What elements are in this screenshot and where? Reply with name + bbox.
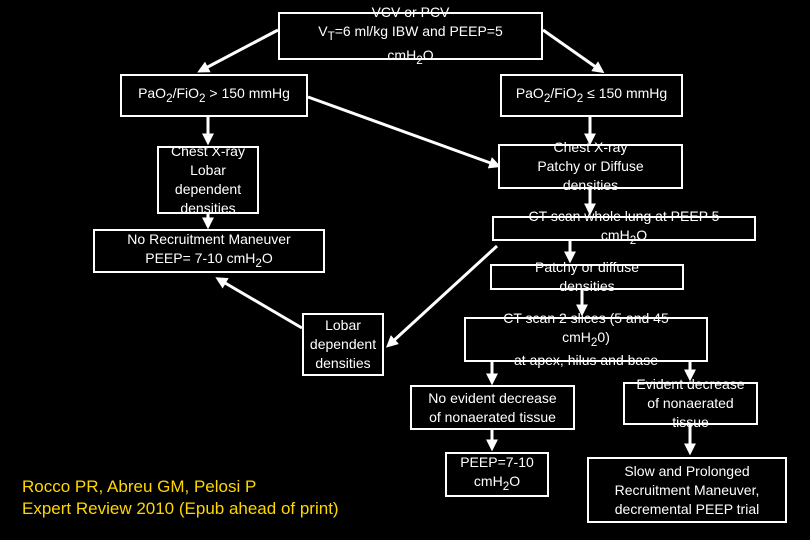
node-ct-whole-lung: CT scan whole lung at PEEP 5 cmH2O [492,208,756,247]
pf-low-s1: 2 [543,91,551,105]
lobar-line3: densities [315,355,371,371]
node-pf-ratio-low: PaO2/FiO2 ≤ 150 mmHg [500,74,683,117]
pf-high-s1: 2 [166,91,173,105]
no-rm-line2: PEEP= 7-10 cmH2O [145,249,272,273]
pf-high-p3: > 150 mmHg [205,84,290,101]
ct-slices-line2-sub: 2 [590,335,598,349]
ct-whole-line2-sub: 2 [629,233,637,247]
lobar-line1: Lobar [325,317,361,333]
peep-line2-pre: cmH [473,473,503,490]
pf-high-p1: PaO [138,84,167,101]
slow-rm-line1: Slow and Prolonged [624,462,750,479]
arrow-lobar-to-no-rm [215,277,303,330]
node-lobar-densities: Lobar dependent densities [302,313,384,376]
pf-high-text: PaO2/FiO2 > 150 mmHg [138,84,290,108]
no-decrease-line2: of nonaerated tissue [429,408,556,425]
pf-low-p3: ≤ 150 mmHg [583,84,668,101]
no-rm-line2-sub: 2 [255,256,262,270]
node-evident-decrease: Evident decrease of nonaerated tissue [623,376,758,430]
xray-patchy-line1: Chest X-ray [553,139,628,155]
decrease-line3: tissue [672,414,709,430]
patchy-line1: Patchy or diffuse [534,259,640,275]
patchy-line2: densities [559,278,615,294]
node-start-ventilation: VCV or PCV VT=6 ml/kg IBW and PEEP=5 cmH… [278,4,543,66]
start-line2: VT=6 ml/kg IBW and PEEP=5 [318,22,503,46]
slow-rm-line2: Recruitment Maneuver, [614,481,760,498]
ct-whole-line2-pre: cmH [600,227,630,244]
start-line2-pre: V [318,22,328,39]
pf-low-p2: /FiO [550,84,577,101]
pf-low-p1: PaO [515,84,544,101]
node-ct-two-slices: CT scan 2 slices (5 and 45 cmH20) at ape… [464,310,708,368]
ct-slices-line3: at apex, hilus and base [514,352,658,369]
node-slow-recruitment: Slow and Prolonged Recruitment Maneuver,… [587,457,787,523]
ct-whole-line2-post: O [636,227,648,244]
node-no-evident-decrease: No evident decrease of nonaerated tissue [410,385,575,430]
node-xray-patchy: Chest X-ray Patchy or Diffuse densities [498,139,683,193]
pf-low-s2: 2 [576,91,584,105]
xray-lobar-line2: Lobar [190,162,226,178]
xray-patchy-line2: Patchy or Diffuse [537,158,644,174]
lobar-line2: dependent [309,336,377,352]
start-line3-post: O [422,46,434,63]
ct-slices-line2-post: 0) [597,328,610,345]
slow-rm-line3: decremental PEEP trial [614,500,760,517]
start-line2-post: =6 ml/kg IBW and PEEP=5 [334,22,503,39]
peep-line2: cmH2O [474,472,520,496]
pf-high-s2: 2 [199,91,206,105]
arrow-ct-whole-to-lobar-long [386,244,499,348]
pf-high-p2: /FiO [172,84,200,101]
start-line2-sub: T [327,29,335,43]
citation-source: Expert Review 2010 (Epub ahead of print) [22,499,339,518]
xray-patchy-line3: densities [562,177,619,193]
citation: Rocco PR, Abreu GM, Pelosi P Expert Revi… [22,476,339,520]
start-line3-sub: 2 [416,53,423,67]
arrow-start-to-pf-high [197,28,279,73]
ct-slices-line1: CT scan 2 slices (5 and 45 [503,309,669,326]
start-line1: VCV or PCV [371,3,450,20]
ct-whole-line1: CT scan whole lung at PEEP 5 [528,208,720,225]
xray-lobar-line3: dependent [174,181,242,197]
start-line3: cmH2O [387,46,433,70]
arrow-pf-high-to-xray-patchy [307,95,502,169]
peep-line2-sub: 2 [502,479,510,493]
citation-authors: Rocco PR, Abreu GM, Pelosi P [22,477,257,496]
start-line3-pre: cmH [387,46,417,63]
no-decrease-line1: No evident decrease [428,389,557,406]
node-patchy-densities: Patchy or diffuse densities [490,259,684,294]
node-peep-setting: PEEP=7-10 cmH2O [445,452,549,497]
no-rm-line1: No Recruitment Maneuver [127,230,291,247]
peep-line2-post: O [509,473,521,490]
ct-whole-line2: cmH2O [601,226,647,250]
peep-line1: PEEP=7-10 [460,454,534,471]
node-xray-lobar: Chest X-ray Lobar dependent densities [157,143,259,216]
ct-slices-line2: cmH20) [562,328,610,352]
decrease-line2: of nonaerated [647,395,734,411]
decrease-line1: Evident decrease [636,376,745,392]
node-pf-ratio-high: PaO2/FiO2 > 150 mmHg [120,74,308,117]
xray-lobar-line1: Chest X-ray [171,143,245,159]
node-no-recruitment: No Recruitment Maneuver PEEP= 7-10 cmH2O [93,229,325,273]
ct-slices-line2-pre: cmH [562,328,591,345]
arrow-start-to-pf-low [542,28,605,74]
pf-low-text: PaO2/FiO2 ≤ 150 mmHg [516,84,667,108]
no-rm-line2-post: O [261,249,273,266]
no-rm-line2-pre: PEEP= 7-10 cmH [145,249,256,266]
xray-lobar-line4: densities [180,200,236,216]
